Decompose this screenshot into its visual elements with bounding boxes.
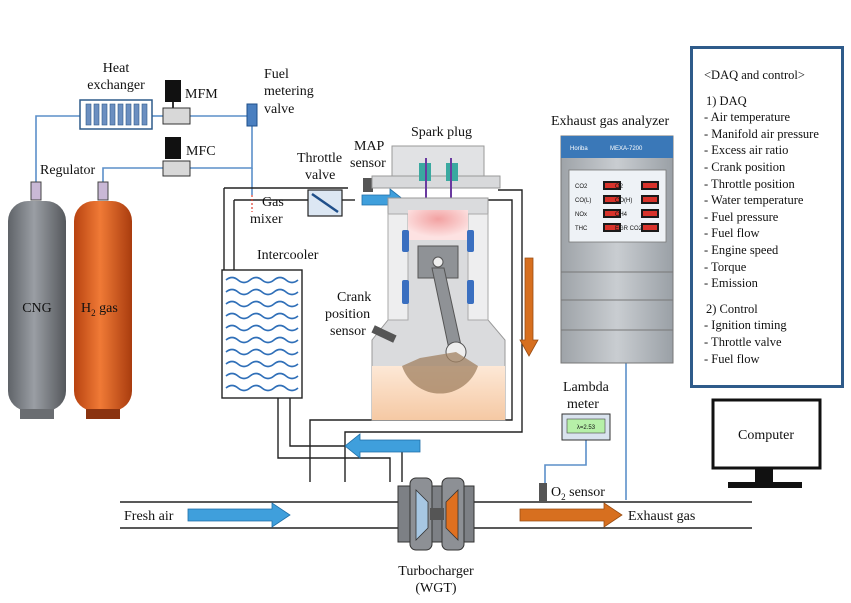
cng-tank <box>8 201 66 419</box>
heat-exchanger-label: Heat <box>103 61 130 76</box>
o2-sensor <box>539 483 547 503</box>
analyzer-readout-label: EGR CO2 <box>615 226 643 232</box>
daq-item: - Air temperature <box>704 110 791 125</box>
cng-label: CNG <box>22 301 52 316</box>
mfc-device <box>162 137 191 177</box>
lambda-meter-label: Lambda <box>563 380 610 395</box>
intercooler-label: Intercooler <box>257 248 319 263</box>
control-item: - Fuel flow <box>704 351 760 366</box>
daq-item: - Excess air ratio <box>704 143 789 158</box>
daq-item: - Emission <box>704 276 758 291</box>
exhaust-gas-analyzer <box>560 135 674 364</box>
analyzer-readout-digits <box>605 211 619 216</box>
analyzer-readout-label: CO(L) <box>575 198 591 204</box>
analyzer-readout-label: NOx <box>575 212 587 218</box>
control-section-title: 2) Control <box>706 301 758 316</box>
daq-item-list: - Air temperature- Manifold air pressure… <box>704 109 833 292</box>
map-label-2: sensor <box>350 156 386 171</box>
gas-mixer-label-2: mixer <box>250 212 283 227</box>
mfm-device <box>162 80 191 125</box>
spark-plug-label: Spark plug <box>411 125 472 140</box>
daq-section-title: 1) DAQ <box>706 93 747 108</box>
engine <box>371 145 506 421</box>
analyzer-brand: Horiba <box>570 146 588 152</box>
regulator-h2 <box>97 181 109 201</box>
computer <box>711 398 822 488</box>
exhaust-down-arrow <box>519 257 539 357</box>
throttle-label-2: valve <box>305 168 335 183</box>
turbocharger <box>397 477 475 551</box>
mfc-label: MFC <box>186 144 216 159</box>
analyzer-readout-label: CO(H) <box>615 198 632 204</box>
heat-exchanger <box>79 99 153 130</box>
daq-item: - Manifold air pressure <box>704 126 819 141</box>
analyzer-readout-digits <box>605 183 619 188</box>
analyzer-readout-label: CO2 <box>575 184 588 190</box>
exhaust-gas-arrow <box>519 502 623 528</box>
intercooler <box>221 269 303 399</box>
analyzer-readout-label: CH4 <box>615 212 628 218</box>
crank-label-3: sensor <box>330 324 366 339</box>
analyzer-readout-digits <box>643 183 657 188</box>
fresh-air-arrow <box>187 502 291 528</box>
air-ducts <box>120 187 752 529</box>
crank-position-sensor <box>371 325 397 343</box>
lambda-meter-display: λ=2.53 <box>577 425 596 431</box>
h2-tank <box>74 201 132 419</box>
analyzer-readout-digits <box>643 197 657 202</box>
map-label: MAP <box>354 139 385 154</box>
lambda-meter-label-2: meter <box>567 397 599 412</box>
analyzer-readout-digits <box>643 211 657 216</box>
analyzer-model: MEXA-7200 <box>610 146 643 152</box>
fuel-metering-label-2: metering <box>264 84 314 99</box>
crank-label-2: position <box>325 307 370 322</box>
crank-label: Crank <box>337 290 371 305</box>
analyzer-readout-label: O2 <box>615 184 624 190</box>
gas-mixer-label: Gas <box>262 195 284 210</box>
daq-item: - Throttle position <box>704 176 795 191</box>
daq-item: - Water temperature <box>704 193 804 208</box>
daq-item: - Torque <box>704 259 747 274</box>
daq-item: - Crank position <box>704 159 786 174</box>
control-item: - Ignition timing <box>704 318 787 333</box>
o2-sensor-label: O2 sensor <box>551 485 605 502</box>
daq-item: - Fuel flow <box>704 226 760 241</box>
daq-control-panel: <DAQ and control> 1) DAQ - Air temperatu… <box>690 46 844 388</box>
boost-air-arrow <box>344 433 421 459</box>
fuel-metering-valve <box>246 103 258 127</box>
regulator-label: Regulator <box>40 163 96 178</box>
analyzer-readout-label: THC <box>575 226 588 232</box>
fresh-air-label: Fresh air <box>124 509 174 524</box>
fuel-metering-label-3: valve <box>264 102 294 117</box>
throttle-label: Throttle <box>297 151 342 166</box>
analyzer-readout-digits <box>605 225 619 230</box>
daq-item: - Fuel pressure <box>704 209 779 224</box>
turbocharger-label: Turbocharger <box>398 564 474 579</box>
fuel-metering-label: Fuel <box>264 67 289 82</box>
control-item: - Throttle valve <box>704 334 782 349</box>
computer-label: Computer <box>738 428 794 443</box>
analyzer-readout-digits <box>605 197 619 202</box>
analyzer-readout-digits <box>643 225 657 230</box>
exhaust-analyzer-label: Exhaust gas analyzer <box>551 114 670 129</box>
map-sensor <box>363 178 373 192</box>
exhaust-gas-label: Exhaust gas <box>628 509 695 524</box>
mfm-label: MFM <box>185 87 218 102</box>
throttle-plate <box>311 192 339 214</box>
heat-exchanger-label-2: exchanger <box>87 78 145 93</box>
daq-item: - Engine speed <box>704 242 779 257</box>
daq-panel-title: <DAQ and control> <box>704 68 805 82</box>
regulator-cng <box>30 181 42 201</box>
fuel-lines <box>35 105 627 500</box>
turbocharger-label-2: (WGT) <box>415 581 457 596</box>
h2-gas-label: H2 gas <box>81 301 118 318</box>
control-item-list: - Ignition timing- Throttle valve - Fuel … <box>704 317 833 367</box>
